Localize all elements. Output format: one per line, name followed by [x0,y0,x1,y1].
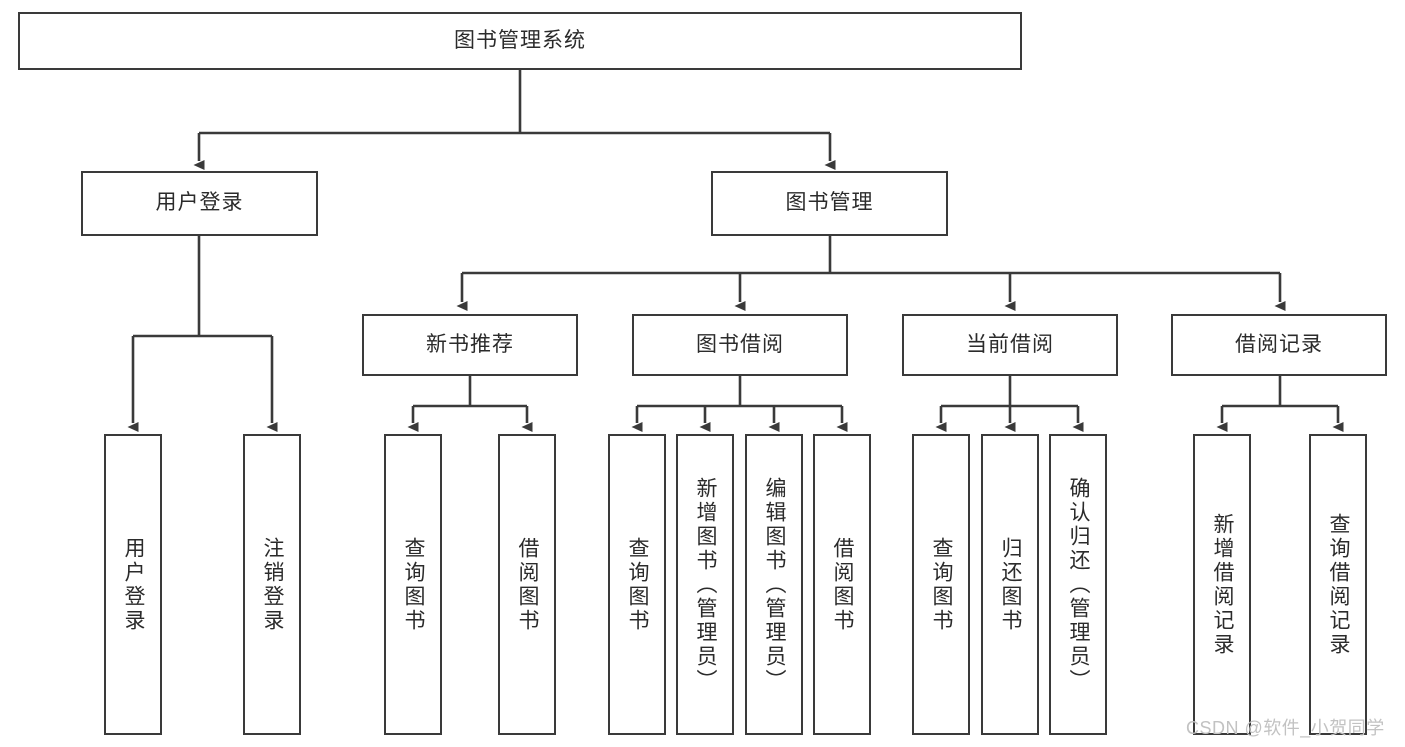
leaf-borrow-record-0[interactable]: 新增借阅记录 [1193,434,1251,735]
node-root-label: 图书管理系统 [454,28,586,52]
watermark: CSDN @软件_小贺同学 [1186,718,1385,738]
leaf-label: 新增借阅记录 [1211,512,1235,657]
node-new-book-recommend[interactable]: 新书推荐 [362,314,578,376]
leaf-label: 借阅图书 [831,536,855,633]
leaf-book-borrow-0[interactable]: 查询图书 [608,434,666,735]
node-book-borrow[interactable]: 图书借阅 [632,314,848,376]
leaf-label: 注销登录 [261,536,285,633]
leaf-label: 归还图书 [999,536,1023,633]
leaf-label: 确认归还（管理员） [1067,476,1091,693]
node-current-borrow[interactable]: 当前借阅 [902,314,1118,376]
leaf-label: 查询图书 [626,536,650,633]
leaf-borrow-record-1[interactable]: 查询借阅记录 [1309,434,1367,735]
leaf-current-borrow-2[interactable]: 确认归还（管理员） [1049,434,1107,735]
leaf-label: 用户登录 [122,536,146,633]
node-current-borrow-label: 当前借阅 [966,332,1054,356]
node-book-manage-label: 图书管理 [785,191,874,215]
leaf-label: 新增图书（管理员） [694,476,718,693]
leaf-new-book-rec-1[interactable]: 借阅图书 [498,434,556,735]
leaf-book-borrow-3[interactable]: 借阅图书 [813,434,871,735]
leaf-book-borrow-2[interactable]: 编辑图书（管理员） [745,434,803,735]
node-book-manage[interactable]: 图书管理 [711,171,948,236]
leaf-current-borrow-1[interactable]: 归还图书 [981,434,1039,735]
leaf-user-login-0[interactable]: 用户登录 [104,434,162,735]
node-borrow-record[interactable]: 借阅记录 [1171,314,1387,376]
leaf-book-borrow-1[interactable]: 新增图书（管理员） [676,434,734,735]
leaf-label: 查询图书 [930,536,954,633]
leaf-label: 编辑图书（管理员） [763,476,787,693]
node-new-book-recommend-label: 新书推荐 [426,332,514,356]
node-book-borrow-label: 图书借阅 [696,332,784,356]
node-user-login-label: 用户登录 [155,191,244,215]
leaf-new-book-rec-0[interactable]: 查询图书 [384,434,442,735]
leaf-label: 查询图书 [402,536,426,633]
leaf-user-login-1[interactable]: 注销登录 [243,434,301,735]
leaf-label: 借阅图书 [516,536,540,633]
node-borrow-record-label: 借阅记录 [1235,332,1323,356]
node-root[interactable]: 图书管理系统 [18,12,1022,70]
leaf-current-borrow-0[interactable]: 查询图书 [912,434,970,735]
leaf-label: 查询借阅记录 [1327,512,1351,657]
node-user-login[interactable]: 用户登录 [81,171,318,236]
